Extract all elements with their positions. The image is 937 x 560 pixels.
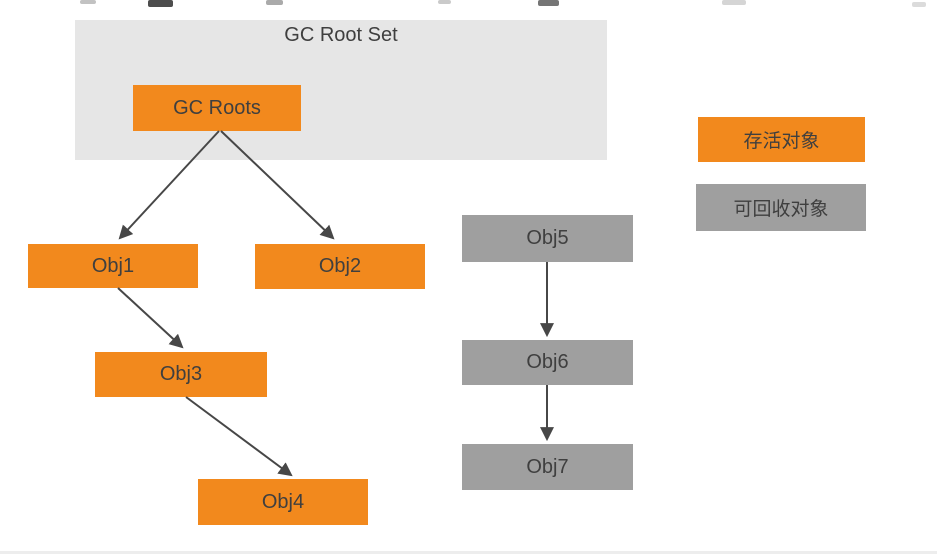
node-obj5: Obj5	[462, 215, 633, 262]
legend-live-swatch: 存活对象	[698, 117, 865, 162]
arrow-obj3-obj4	[185, 396, 293, 477]
edge-artifact	[80, 0, 96, 4]
edge-artifact	[266, 0, 283, 5]
node-gc-roots-label: GC Roots	[173, 96, 261, 119]
edge-artifact	[148, 0, 173, 7]
edge-artifact	[912, 2, 926, 7]
legend-collectable-swatch: 可回收对象	[696, 184, 866, 231]
node-obj1-label: Obj1	[91, 254, 135, 277]
bottom-divider	[0, 551, 937, 554]
node-obj2: Obj2	[255, 244, 425, 289]
node-gc-roots: GC Roots	[133, 85, 301, 131]
node-obj6: Obj6	[462, 340, 633, 385]
arrow-obj1-obj3	[117, 287, 184, 349]
node-obj2-label: Obj2	[318, 255, 362, 277]
node-obj1: Obj1	[28, 244, 198, 288]
edge-artifact	[438, 0, 451, 4]
gc-root-set-title: GC Root Set	[284, 24, 398, 46]
node-obj3-label: Obj3	[159, 363, 203, 385]
legend-collectable-label: 可回收对象	[733, 199, 829, 220]
node-obj6-label: Obj6	[526, 351, 569, 373]
edge-artifact	[722, 0, 746, 5]
node-obj3: Obj3	[95, 352, 267, 397]
node-obj4-label: Obj4	[261, 490, 305, 513]
node-obj7: Obj7	[462, 444, 633, 490]
legend-live-label: 存活对象	[743, 131, 820, 152]
edge-artifact	[538, 0, 559, 6]
node-obj5-label: Obj5	[526, 227, 569, 249]
node-obj7-label: Obj7	[526, 455, 569, 478]
node-obj4: Obj4	[198, 479, 368, 525]
